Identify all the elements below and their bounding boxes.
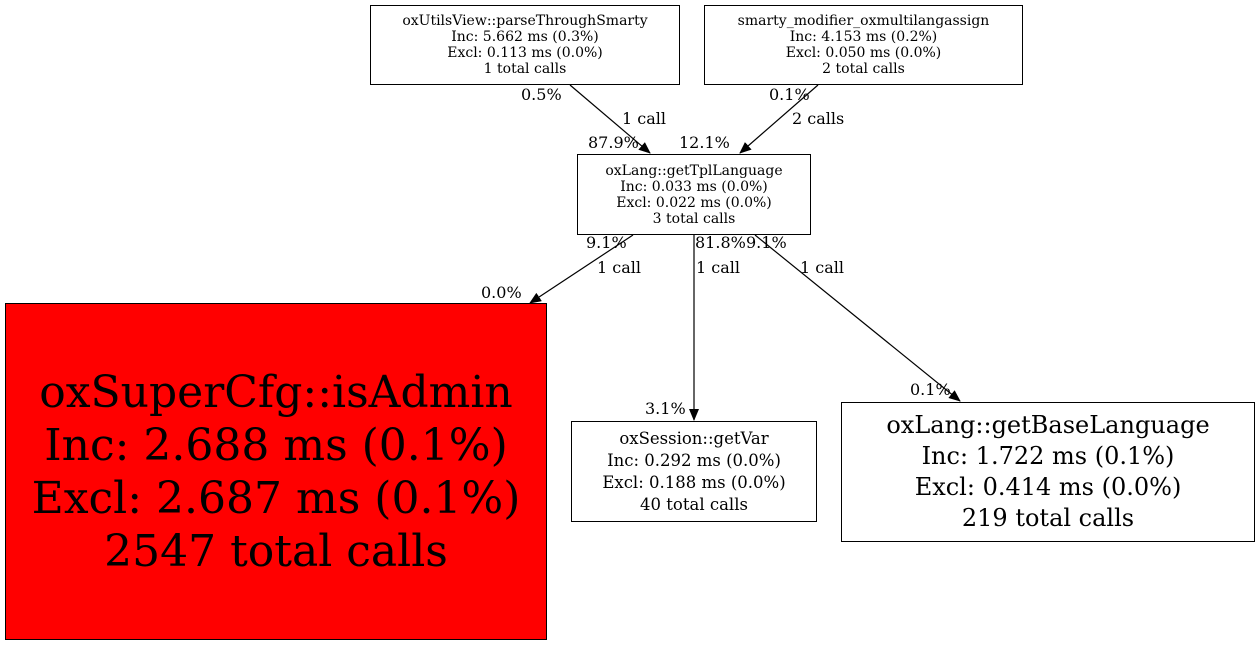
edge-call-count: 1 call [696, 258, 740, 277]
node-excl: Excl: 0.113 ms (0.0%) [447, 45, 603, 61]
edge-tpl-to-baselang [754, 234, 961, 402]
node-inc: Inc: 0.292 ms (0.0%) [607, 450, 781, 470]
node-parse-through-smarty[interactable]: oxUtilsView::parseThroughSmarty Inc: 5.6… [370, 5, 680, 85]
node-calls: 2547 total calls [104, 525, 448, 577]
node-inc: Inc: 2.688 ms (0.1%) [44, 419, 508, 471]
node-is-admin[interactable]: oxSuperCfg::isAdmin Inc: 2.688 ms (0.1%)… [5, 303, 547, 640]
edge-head-pct: 0.1% [910, 380, 951, 399]
node-name: oxLang::getTplLanguage [605, 162, 783, 179]
edge-head-pct: 87.9% [588, 133, 639, 152]
node-inc: Inc: 1.722 ms (0.1%) [921, 442, 1175, 470]
node-inc: Inc: 5.662 ms (0.3%) [451, 29, 599, 45]
node-get-var[interactable]: oxSession::getVar Inc: 0.292 ms (0.0%) E… [571, 421, 817, 522]
edge-modifier-to-tpl [739, 84, 819, 154]
node-excl: Excl: 0.414 ms (0.0%) [914, 473, 1182, 501]
edge-tail-pct: 0.5% [521, 85, 562, 104]
node-calls: 40 total calls [640, 494, 748, 514]
edge-head-pct: 12.1% [679, 133, 730, 152]
node-get-tpl-language[interactable]: oxLang::getTplLanguage Inc: 0.033 ms (0.… [577, 154, 811, 235]
edge-tail-pct: 9.1% [746, 233, 787, 252]
edge-tpl-to-isadmin [529, 234, 634, 304]
node-name: oxSuperCfg::isAdmin [39, 366, 513, 418]
node-smarty-modifier[interactable]: smarty_modifier_oxmultilangassign Inc: 4… [704, 5, 1023, 85]
node-name: oxSession::getVar [619, 428, 769, 448]
edge-tail-pct: 0.1% [769, 85, 810, 104]
node-calls: 2 total calls [822, 61, 905, 77]
node-excl: Excl: 2.687 ms (0.1%) [31, 472, 521, 524]
edge-parse-to-tpl [569, 84, 651, 154]
node-excl: Excl: 0.022 ms (0.0%) [616, 194, 772, 211]
node-name: smarty_modifier_oxmultilangassign [737, 13, 990, 29]
node-calls: 219 total calls [961, 504, 1135, 532]
edge-call-count: 1 call [622, 109, 666, 128]
node-inc: Inc: 0.033 ms (0.0%) [620, 178, 768, 195]
edge-call-count: 2 calls [792, 109, 845, 128]
edge-head-pct: 0.0% [481, 283, 522, 302]
node-name: oxLang::getBaseLanguage [886, 411, 1210, 439]
node-calls: 3 total calls [652, 210, 736, 227]
edge-call-count: 1 call [800, 258, 844, 277]
edge-head-pct: 3.1% [645, 399, 686, 418]
edge-tail-pct: 9.1% [586, 233, 627, 252]
node-excl: Excl: 0.188 ms (0.0%) [602, 472, 786, 492]
node-get-base-language[interactable]: oxLang::getBaseLanguage Inc: 1.722 ms (0… [841, 402, 1255, 542]
node-excl: Excl: 0.050 ms (0.0%) [785, 45, 942, 61]
edge-call-count: 1 call [597, 258, 641, 277]
edge-tail-pct: 81.8% [695, 233, 746, 252]
node-name: oxUtilsView::parseThroughSmarty [402, 13, 648, 29]
node-calls: 1 total calls [483, 61, 567, 77]
node-inc: Inc: 4.153 ms (0.2%) [789, 29, 938, 45]
